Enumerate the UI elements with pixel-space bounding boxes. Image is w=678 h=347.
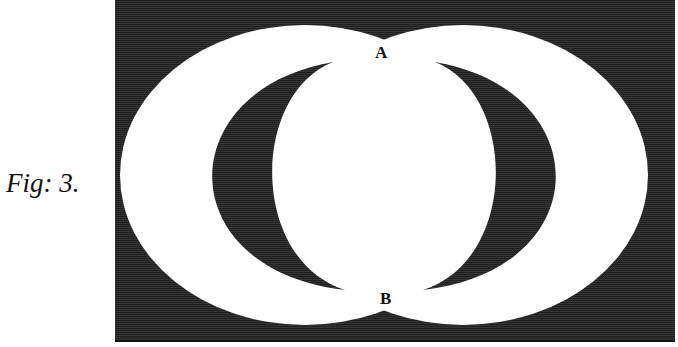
point-label: A bbox=[375, 44, 387, 61]
figure-number: Fig: 3. bbox=[6, 170, 80, 197]
ring-outline bbox=[120, 25, 648, 325]
right-crescent bbox=[423, 62, 556, 290]
ground-edge bbox=[115, 340, 675, 342]
left-crescent bbox=[212, 62, 345, 290]
point-label: B bbox=[380, 290, 391, 307]
dark-ground bbox=[115, 0, 675, 341]
